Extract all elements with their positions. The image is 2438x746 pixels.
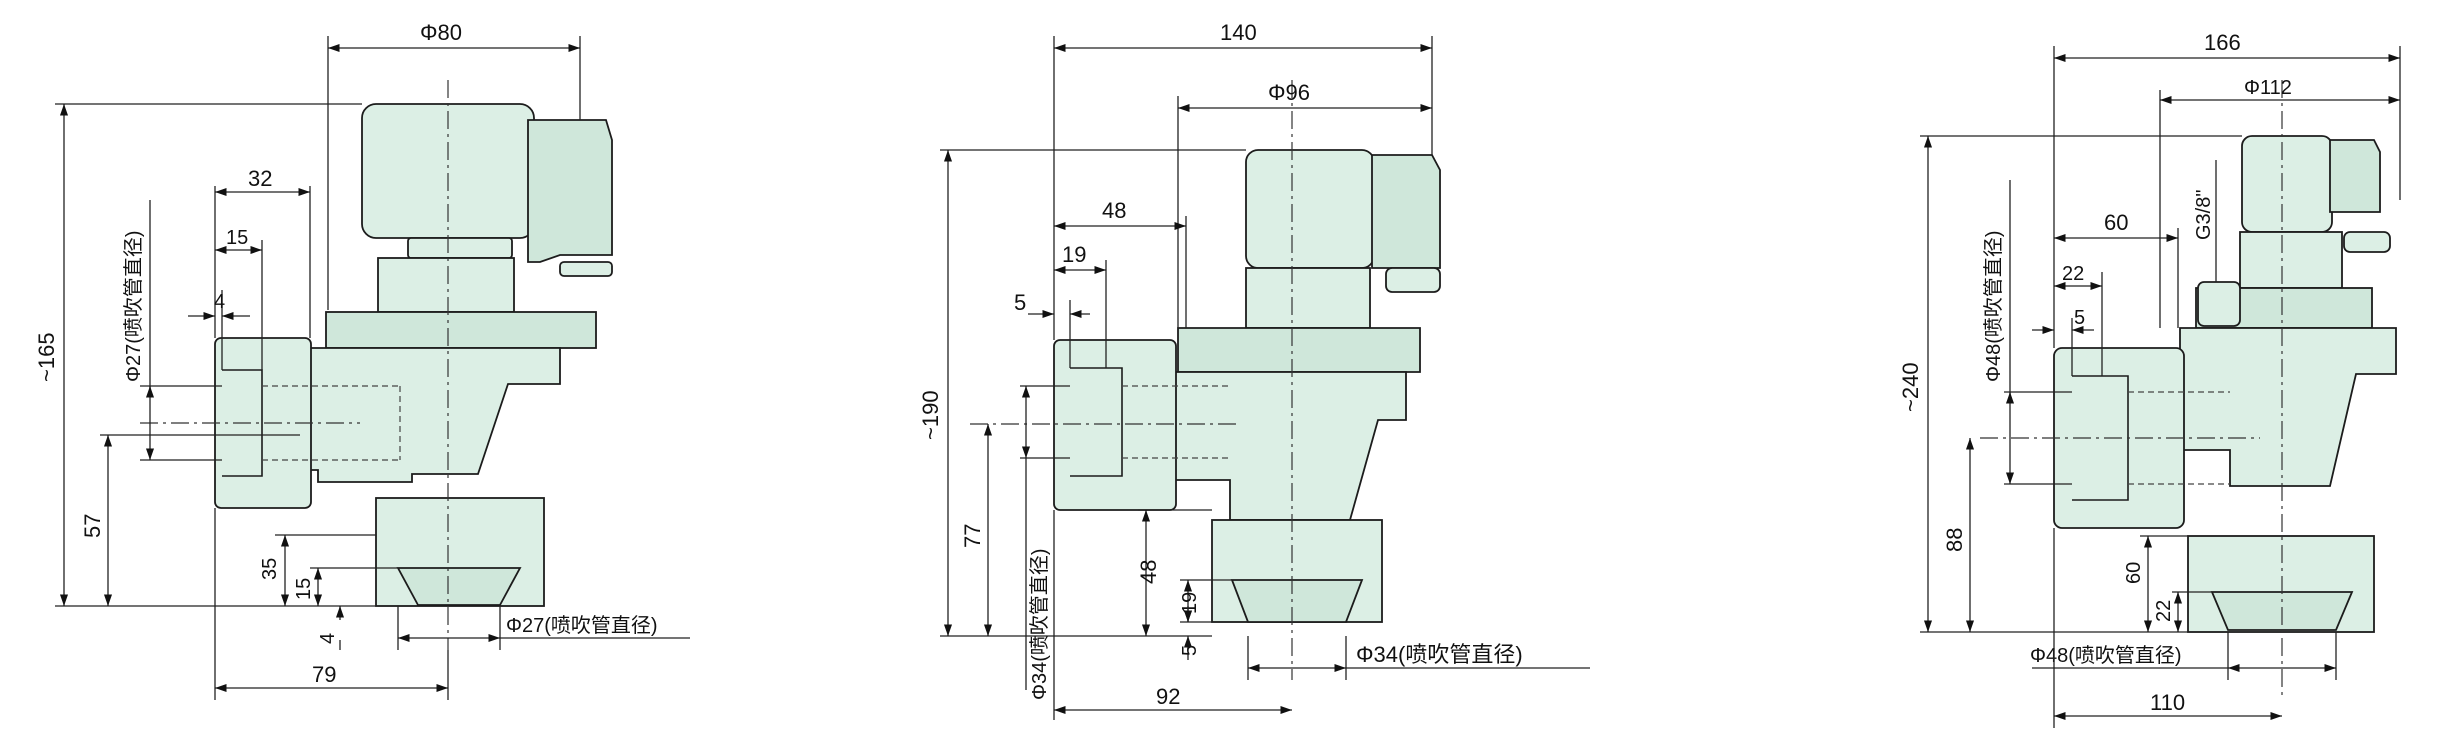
dim-h5: 5 <box>1179 645 1201 656</box>
dim-h22: 22 <box>2153 600 2175 622</box>
dim-offset22: 22 <box>2062 263 2084 285</box>
dim-h15-bottom: 15 <box>293 578 315 600</box>
dim-h48: 48 <box>1136 560 1161 584</box>
dim-d4-top: 4 <box>214 291 225 313</box>
dim-height-total: ~165 <box>34 332 59 382</box>
dim-d15-top: 15 <box>226 227 248 249</box>
valve-2-body <box>1053 149 1441 623</box>
dim-height-total-3: ~240 <box>1898 362 1923 412</box>
dim-inlet-diameter: Φ27(喷吹管直径) <box>122 230 145 382</box>
dim-offset48: 48 <box>1102 198 1126 223</box>
dim-outlet-diameter: Φ27(喷吹管直径) <box>506 614 658 637</box>
dim-width-total-3: 166 <box>2204 30 2241 55</box>
dim-h35: 35 <box>259 558 281 580</box>
dim-h88: 88 <box>1942 528 1967 552</box>
dim-w110: 110 <box>2150 690 2185 715</box>
valve-1-body <box>214 103 613 607</box>
dim-width-coil: Φ80 <box>420 20 462 45</box>
dim-h57: 57 <box>80 514 105 538</box>
dim-offset19: 19 <box>1062 242 1086 267</box>
dim-h60: 60 <box>2123 562 2145 584</box>
dim-width-coil-2: Φ96 <box>1268 80 1310 105</box>
dim-inlet-diameter-3: Φ48(喷吹管直径) <box>1982 230 2005 382</box>
dim-h77: 77 <box>960 524 985 548</box>
dim-inlet-diameter-2: Φ34(喷吹管直径) <box>1028 548 1051 700</box>
dim-h4-bottom: 4 <box>317 633 339 644</box>
dim-height-total-2: ~190 <box>918 390 943 440</box>
dim-offset60: 60 <box>2104 210 2128 235</box>
dim-outlet-diameter-3: Φ48(喷吹管直径) <box>2030 644 2182 667</box>
dim-offset5: 5 <box>1014 290 1026 315</box>
valve-view-1: Φ80 ~165 32 15 4 Φ27(喷吹管直径) 57 35 <box>34 20 690 700</box>
dim-port-g: G3/8" <box>2193 190 2215 240</box>
dim-width-coil-3: Φ112 <box>2244 77 2292 99</box>
dim-h19: 19 <box>1179 592 1201 614</box>
dim-outlet-diameter-2: Φ34(喷吹管直径) <box>1356 642 1523 667</box>
dim-w92: 92 <box>1156 684 1180 709</box>
valve-view-3: 166 Φ112 60 G3/8" 22 5 ~240 Φ48(喷吹管直径) <box>1898 30 2401 728</box>
dim-width-total-2: 140 <box>1220 20 1257 45</box>
dim-offset5-3: 5 <box>2074 307 2085 329</box>
dim-inlet-offset: 32 <box>248 166 272 191</box>
valve-view-2: 140 Φ96 48 19 5 ~190 77 Φ34(喷吹管直径) <box>918 20 1590 720</box>
dim-w79: 79 <box>312 662 336 687</box>
